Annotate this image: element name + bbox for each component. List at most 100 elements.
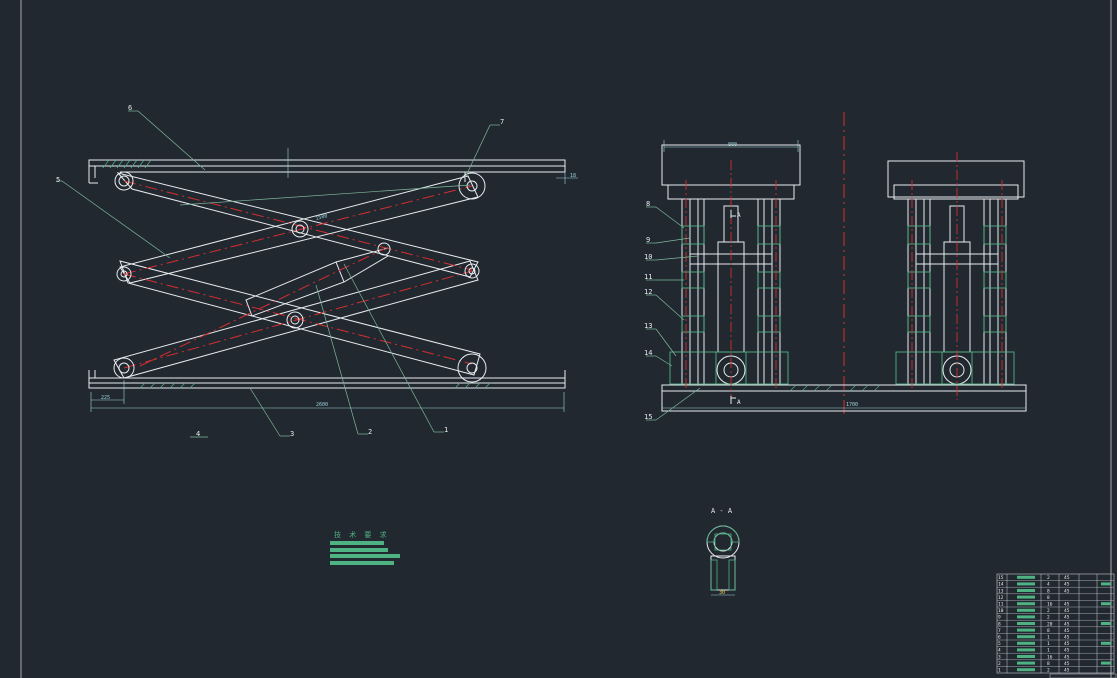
tech-requirements-title: 技 术 要 求 (334, 530, 389, 539)
bom-row-name (1017, 602, 1035, 606)
bom-row-number: 1 (998, 668, 1001, 674)
bom-row-number: 9 (998, 615, 1001, 621)
bom-row-material: 45 (1064, 654, 1070, 660)
bom-row-material: 45 (1064, 588, 1070, 594)
bom-row-number: 11 (998, 602, 1004, 608)
bom-row-number: 2 (998, 661, 1001, 667)
bom-row-name (1017, 595, 1035, 599)
bom-row-name (1017, 641, 1035, 645)
callout-3: 3 (290, 430, 294, 438)
drawing-frame (20, 0, 1112, 678)
bom-row-number: 15 (998, 575, 1004, 581)
callout-6: 6 (128, 104, 132, 112)
bom-row-qty: 8 (1047, 661, 1050, 667)
callout-1: 1 (444, 426, 448, 434)
base-frame-hatch (139, 382, 491, 389)
bom-row-name (1017, 582, 1035, 586)
bom-row-qty: 1 (1047, 641, 1050, 647)
bom-row-qty: 16 (1047, 654, 1053, 660)
bom-row-note (1101, 602, 1111, 606)
front-view-callouts: 6 7 5 4 3 2 1 (56, 104, 504, 438)
bom-row-material: 45 (1064, 668, 1070, 674)
top-platform (88, 159, 566, 184)
callout-10: 10 (644, 253, 652, 261)
side-assembly-left (661, 144, 801, 400)
front-view-dim-text: 2600 225 18 1500 (101, 173, 576, 408)
side-view-dim-text: 800 1700 (728, 142, 858, 408)
bom-row-material: 45 (1064, 661, 1070, 667)
bom-row-number: 13 (998, 588, 1004, 594)
dim-link-length: 1500 (315, 213, 328, 222)
bom-row-name (1017, 648, 1035, 652)
pin-upper-center (291, 220, 309, 238)
bom-row-material: 45 (1064, 575, 1070, 581)
bom-row-material: 45 (1064, 635, 1070, 641)
side-base-plate (661, 384, 1027, 412)
bom-row-qty: 20 (1047, 621, 1053, 627)
side-elevation-view: A A 800 1700 8 9 10 11 (644, 112, 1027, 421)
bom-row-number: 3 (998, 654, 1001, 660)
bom-row-qty: 16 (1047, 602, 1053, 608)
pin-lower-center (286, 311, 304, 329)
bom-row-material: 45 (1064, 641, 1070, 647)
side-view-callouts: 8 9 10 11 12 13 14 15 (644, 200, 652, 421)
pin-mid-left (116, 266, 132, 282)
callout-7: 7 (500, 118, 504, 126)
callout-2: 2 (368, 428, 372, 436)
bom-row-number: 7 (998, 628, 1001, 634)
bom-row-material: 45 (1064, 602, 1070, 608)
bom-frame (996, 573, 1115, 674)
bom-row-name (1017, 628, 1035, 632)
bom-row-number: 4 (998, 648, 1001, 654)
pin-bottom-left (113, 357, 135, 379)
callout-12: 12 (644, 288, 652, 296)
bom-row-name (1017, 661, 1035, 665)
side-view-dimensions (662, 140, 1026, 409)
dim-side-gap: 18 (570, 173, 576, 179)
dim-overall-length: 2600 (316, 402, 328, 408)
bom-row-number: 12 (998, 595, 1004, 601)
bom-row-number: 14 (998, 582, 1004, 588)
callout-4: 4 (196, 430, 200, 438)
pin-bottom-right (457, 353, 487, 383)
bom-row-qty: 8 (1047, 588, 1050, 594)
bom-row-qty: 2 (1047, 575, 1050, 581)
bom-row-name (1017, 589, 1035, 592)
bom-row-qty: 2 (1047, 608, 1050, 614)
bom-row-name (1017, 635, 1035, 639)
front-view-leaders (56, 110, 500, 438)
section-view-label: A - A (711, 507, 733, 515)
pin-cylinder-head (377, 242, 391, 256)
bom-row-number: 6 (998, 635, 1001, 641)
technical-requirements-block: 技 术 要 求 (330, 530, 400, 565)
bom-row-name (1017, 655, 1035, 658)
side-table-right (887, 160, 1025, 198)
bom-row-note (1101, 582, 1111, 586)
top-platform-hatch (102, 159, 152, 169)
bom-row-material: 45 (1064, 621, 1070, 627)
bom-row-material: 45 (1064, 648, 1070, 654)
bom-row-number: 8 (998, 621, 1001, 627)
pivot-pins (113, 171, 487, 383)
bom-row-qty: 8 (1047, 595, 1050, 601)
title-block-edge (1049, 673, 1117, 678)
bom-row-name (1017, 575, 1035, 579)
scissor-arm-upper-a (116, 172, 479, 278)
bom-row-qty: 2 (1047, 615, 1050, 621)
callout-9: 9 (646, 236, 650, 244)
bom-row-material: 45 (1064, 582, 1070, 588)
section-mark-bottom: A (737, 399, 741, 406)
dim-base-width: 1700 (846, 402, 858, 408)
front-view-dimensions (90, 148, 578, 412)
bom-row-qty: 2 (1047, 668, 1050, 674)
scissor-arm-lower-a (119, 260, 481, 376)
section-view-a-a: A - A 30 (706, 507, 740, 596)
bom-row-name (1017, 622, 1035, 625)
dim-table-width: 800 (728, 142, 737, 148)
callout-5: 5 (56, 176, 60, 184)
bom-row-material: 45 (1064, 615, 1070, 621)
callout-14: 14 (644, 349, 652, 357)
bom-row-note (1101, 661, 1111, 665)
bom-row-name (1017, 608, 1035, 612)
pin-mid-right (464, 263, 480, 279)
